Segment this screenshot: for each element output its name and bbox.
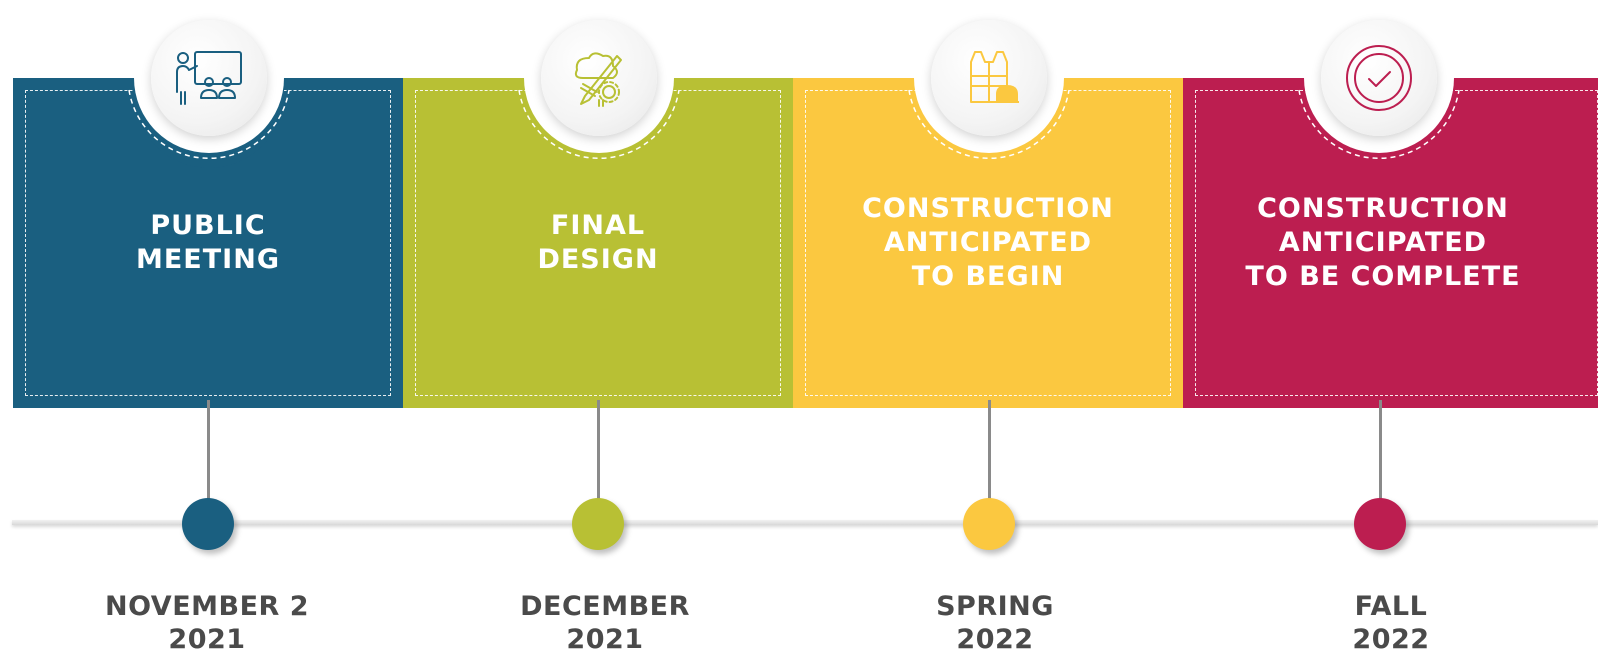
- timeline-dot: [1354, 498, 1406, 550]
- milestone-title: CONSTRUCTION ANTICIPATED TO BE COMPLETE: [1245, 193, 1521, 292]
- icon-circle: [1321, 20, 1437, 136]
- timeline-dot: [572, 498, 624, 550]
- checkmark-icon: [1346, 45, 1412, 111]
- presentation-icon: [176, 51, 242, 105]
- milestone-date: NOVEMBER 2 2021: [57, 590, 357, 656]
- milestone-title: CONSTRUCTION ANTICIPATED TO BEGIN: [862, 193, 1114, 292]
- icon-circle: [151, 20, 267, 136]
- date-line: FALL: [1354, 591, 1428, 622]
- connector-stem: [1379, 400, 1382, 500]
- icon-circle: [931, 20, 1047, 136]
- timeline-dot: [963, 498, 1015, 550]
- date-line: SPRING: [936, 591, 1054, 622]
- milestone-date: SPRING 2022: [845, 590, 1145, 656]
- milestone-date: FALL 2022: [1241, 590, 1541, 656]
- icon-circle: [541, 20, 657, 136]
- date-line: NOVEMBER 2: [104, 591, 310, 622]
- connector-stem: [207, 400, 210, 500]
- timeline-dot: [182, 498, 234, 550]
- connector-stem: [988, 400, 991, 500]
- date-year: 2022: [1352, 624, 1430, 655]
- date-year: 2021: [566, 624, 644, 655]
- milestone-title: FINAL DESIGN: [537, 210, 659, 275]
- construction-vest-icon: [970, 51, 1019, 103]
- milestone-date: DECEMBER 2021: [455, 590, 755, 656]
- timeline-axis: [12, 520, 1598, 525]
- design-tools-icon: [574, 52, 622, 107]
- connector-stem: [597, 400, 600, 500]
- date-year: 2022: [956, 624, 1034, 655]
- milestone-title: PUBLIC MEETING: [136, 210, 280, 275]
- date-year: 2021: [168, 624, 246, 655]
- date-line: DECEMBER: [520, 591, 690, 622]
